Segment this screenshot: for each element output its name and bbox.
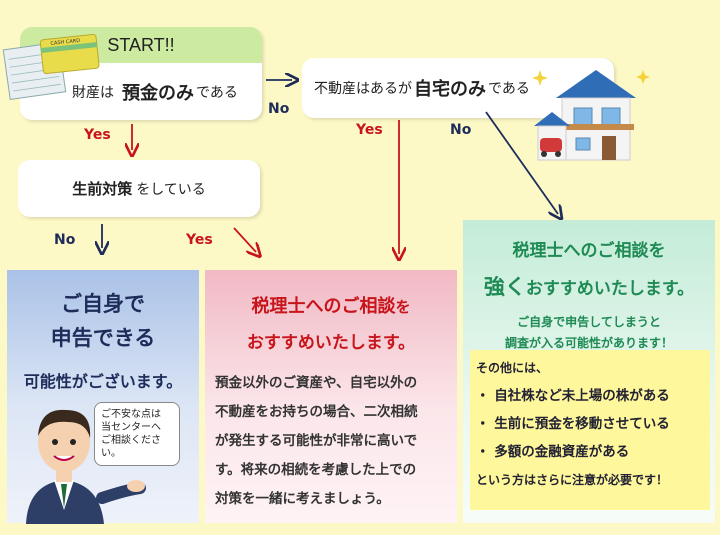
list-intro: その他には、 bbox=[476, 361, 549, 375]
q2-node: 不動産はあるが 自宅のみ である bbox=[302, 58, 614, 118]
recommend-title: 税理士へのご相談を bbox=[251, 296, 411, 317]
label-yes-1: Yes bbox=[84, 127, 111, 143]
result-recommend-advisor: 税理士へのご相談を おすすめいたします。 預金以外のご資産や、自宅以外の 不動産… bbox=[205, 270, 457, 523]
question-savings-only: 財産は 預金のみ である bbox=[72, 82, 238, 104]
house-illustration bbox=[532, 70, 650, 161]
label-yes-3: Yes bbox=[186, 232, 213, 248]
caution-list: その他には、 ・ 自社株など未上場の株がある ・ 生前に預金を移動させている ・… bbox=[470, 350, 710, 510]
start-node: START!! 財産は 預金のみ である bbox=[20, 27, 262, 120]
label-no-2: No bbox=[450, 122, 472, 138]
list-item: ・ 生前に預金を移動させている bbox=[476, 416, 670, 432]
result-self-filing: ご自身で 申告できる 可能性がございます。 bbox=[7, 270, 199, 523]
label-yes-2: Yes bbox=[356, 122, 383, 138]
strong-title-line2: 強くおすすめいたします。 bbox=[483, 275, 695, 299]
sparkle-icon bbox=[532, 70, 650, 86]
label-no-1: No bbox=[268, 101, 290, 117]
list-item: ・ 多額の金融資産がある bbox=[476, 444, 630, 460]
recommend-title-line2: おすすめいたします。 bbox=[246, 333, 416, 353]
arrow-q3-yes bbox=[233, 227, 256, 252]
self-line3: 可能性がございます。 bbox=[23, 372, 183, 391]
q3-node: 生前対策 をしている bbox=[18, 160, 260, 217]
advice-bubble: ご不安な点は 当センターへ ご相談ください。 bbox=[94, 402, 180, 466]
arrow-q2-no bbox=[485, 111, 558, 214]
card-text: CASH CARD bbox=[50, 38, 80, 47]
question-pre-planning: 生前対策 をしている bbox=[72, 180, 206, 198]
label-no-3: No bbox=[54, 232, 76, 248]
list-item: ・ 自社株など未上場の株がある bbox=[476, 388, 670, 404]
self-line1: ご自身で bbox=[61, 292, 145, 316]
recommend-body: 預金以外のご資産や、自宅以外の 不動産をお持ちの場合、二次相続 が発生する可能性… bbox=[215, 375, 418, 507]
strong-title-line1: 税理士へのご相談を bbox=[512, 241, 666, 261]
list-outro: という方はさらに注意が必要です！ bbox=[476, 473, 669, 487]
strong-sub1: ご自身で申告してしまうと bbox=[517, 315, 661, 329]
cash-card-passbook-illustration: CASH CARD bbox=[2, 33, 100, 101]
question-home-only: 不動産はあるが 自宅のみ である bbox=[314, 79, 530, 100]
self-line2: 申告できる bbox=[50, 326, 156, 350]
strong-sub2: 調査が入る可能性があります！ bbox=[504, 336, 673, 350]
advisor-illustration bbox=[26, 409, 146, 524]
